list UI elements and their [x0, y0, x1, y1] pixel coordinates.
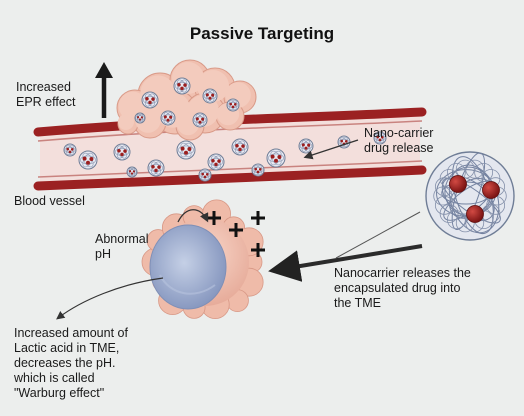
up-arrow-icon [95, 62, 113, 118]
nanoparticle [298, 138, 314, 154]
plus-icon [229, 223, 243, 237]
vessel-lumen [40, 116, 420, 184]
diagram-title: Passive Targeting [189, 24, 335, 43]
nanoparticle [192, 112, 208, 128]
nano-release-arrow [303, 139, 359, 160]
nanoparticle [373, 131, 387, 145]
nanoparticle [113, 143, 131, 161]
nanoparticle [266, 148, 286, 168]
nanoparticle [160, 110, 176, 126]
vessel-wall-bottom [33, 165, 427, 191]
nanoparticle [78, 150, 98, 170]
plus-icons [207, 211, 265, 257]
abnormal-ph-arrow [177, 209, 209, 223]
nanoparticle [176, 140, 196, 160]
plus-icon [251, 211, 265, 225]
nanocarrier-icon [425, 151, 515, 241]
plus-icon [207, 211, 221, 225]
nanoparticle [147, 159, 165, 177]
release-arrow [268, 244, 423, 282]
warburg-label: Increased amount of Lactic acid in TME, … [14, 326, 128, 400]
nanoparticle [126, 166, 138, 178]
abnormal-ph-label: Abnormal pH [95, 232, 149, 261]
drug-molecule [449, 175, 467, 193]
nanoparticle [202, 88, 218, 104]
warburg-arrow [56, 277, 164, 320]
tumor-cell [141, 199, 264, 320]
epr-label: Increased EPR effect [16, 80, 76, 109]
nanoparticle [173, 77, 191, 95]
nanoparticle [141, 91, 159, 109]
blood-vessel-label: Blood vessel [14, 194, 85, 208]
nanoparticle [198, 168, 212, 182]
nanoparticle [134, 112, 146, 124]
nanoparticle [207, 153, 225, 171]
drug-molecule [482, 181, 500, 199]
label-pointer-line [335, 211, 421, 259]
nano-release-label: Nano-carrier drug release [364, 126, 434, 155]
nanocarrier-release-label: Nanocarrier releases the encapsulated dr… [334, 266, 471, 310]
drug-molecule [466, 205, 484, 223]
cell-cluster [116, 59, 257, 141]
nanoparticle [63, 143, 77, 157]
nanoparticle [231, 138, 249, 156]
nanoparticle [226, 98, 240, 112]
nanoparticle [251, 163, 265, 177]
plus-icon [251, 243, 265, 257]
